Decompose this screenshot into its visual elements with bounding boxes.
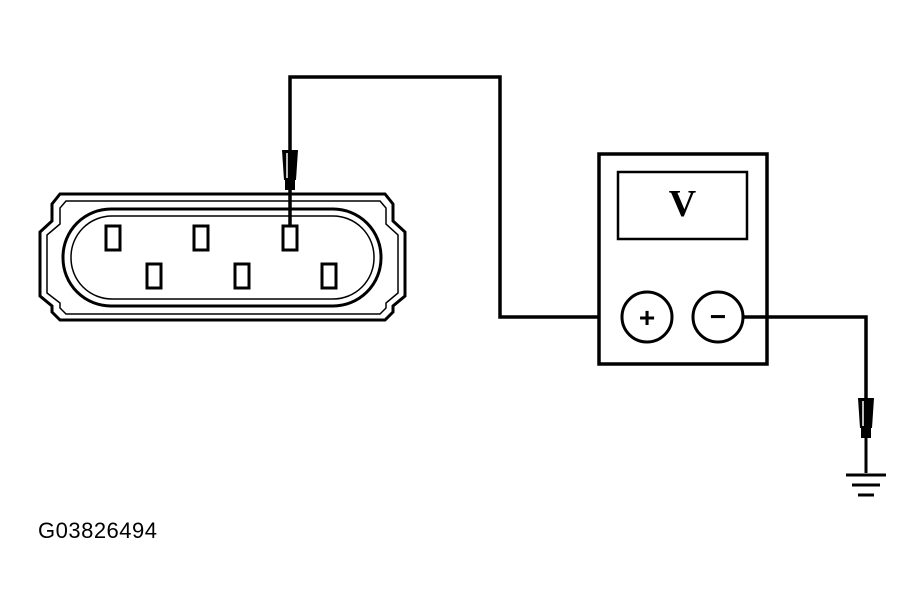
voltmeter-display-symbol: V [669, 183, 697, 225]
voltmeter: V + − [597, 152, 769, 366]
connector-pin [320, 262, 338, 290]
connector-pin [192, 224, 210, 252]
positive-terminal-label: + [639, 302, 655, 333]
positive-terminal[interactable] [620, 290, 674, 344]
connector-outer-shell [38, 192, 407, 322]
probe-icon [858, 398, 874, 473]
connector-pin [233, 262, 251, 290]
probe-icon [282, 150, 298, 226]
voltmeter-display [616, 170, 749, 241]
ground-icon [846, 473, 886, 497]
connector-pin [281, 224, 299, 252]
connector-face-outer [61, 207, 383, 308]
connector-pin [104, 224, 122, 252]
connector [38, 192, 407, 322]
connector-pin [145, 262, 163, 290]
negative-test-lead [743, 315, 868, 398]
negative-terminal-label: − [710, 301, 726, 332]
connector-inner-shell [46, 200, 399, 315]
connector-face-inner [70, 215, 375, 300]
figure-id: G03826494 [38, 518, 158, 543]
positive-test-lead [288, 75, 622, 319]
